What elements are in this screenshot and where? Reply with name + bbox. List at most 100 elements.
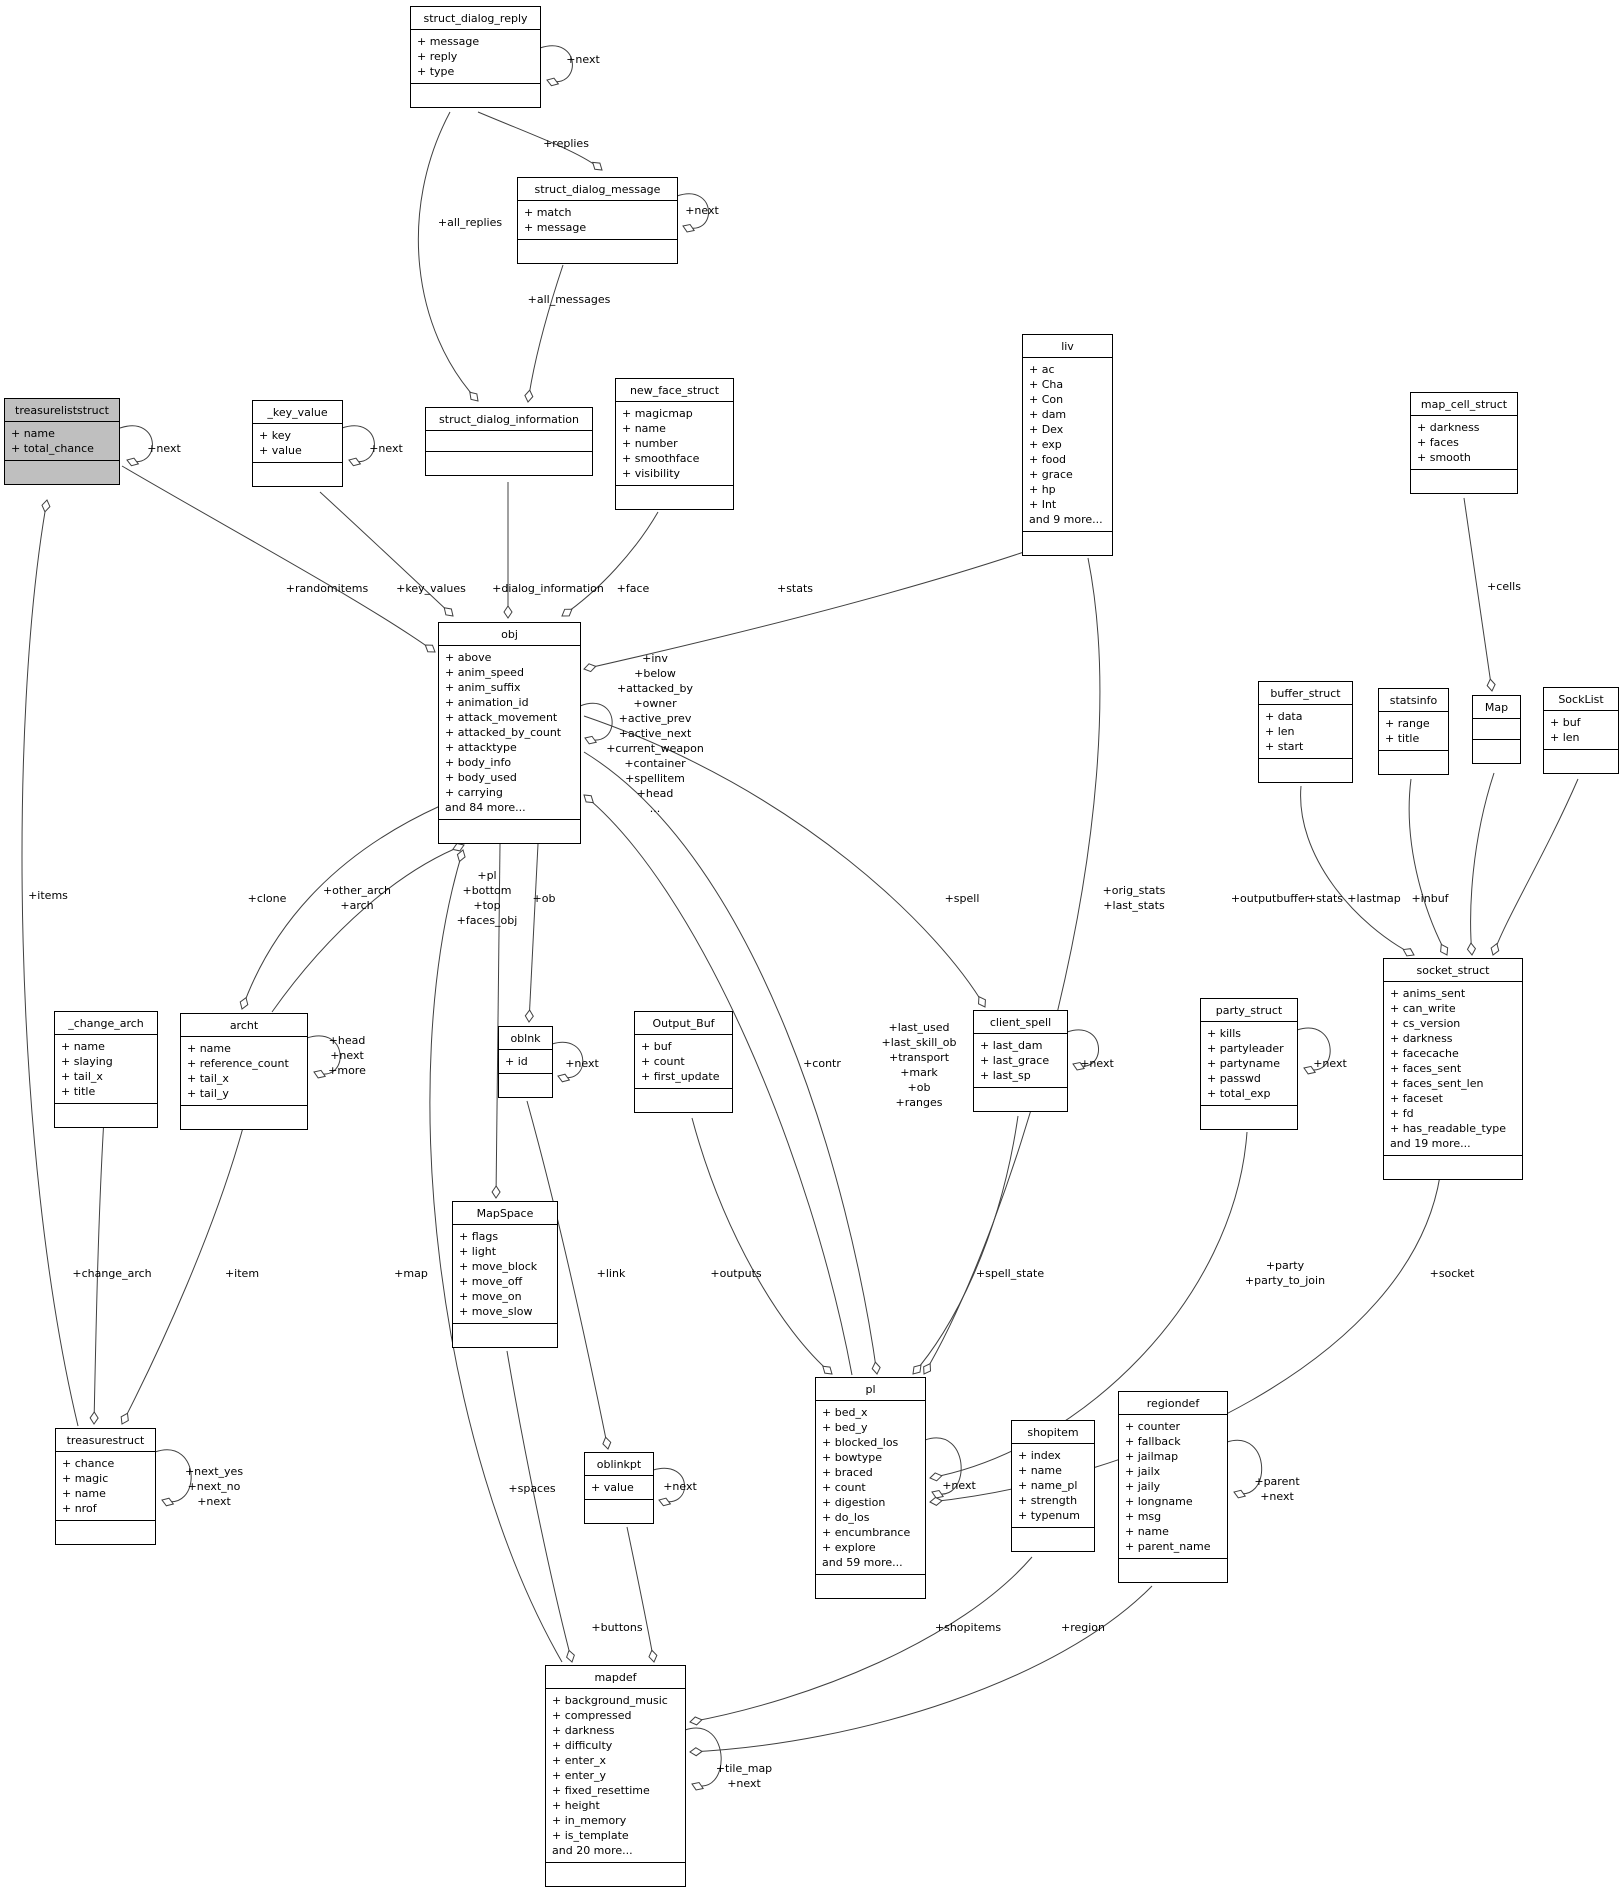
class-node-client_spell[interactable]: client_spell+ last_dam+ last_grace+ last… bbox=[973, 1010, 1068, 1112]
class-field: + darkness bbox=[552, 1724, 615, 1737]
class-field: + last_grace bbox=[980, 1054, 1050, 1067]
class-field: + reference_count bbox=[187, 1057, 289, 1070]
class-node-SockList[interactable]: SockList+ buf+ len bbox=[1543, 687, 1619, 774]
class-node-Map[interactable]: Map bbox=[1472, 695, 1521, 764]
class-node-fields: + background_music+ compressed+ darkness… bbox=[546, 1689, 685, 1863]
edge-spell bbox=[583, 715, 986, 1008]
class-field: + body_info bbox=[445, 756, 512, 769]
class-field: + height bbox=[552, 1799, 600, 1812]
class-node-statsinfo[interactable]: statsinfo+ range+ title bbox=[1378, 688, 1449, 775]
class-field: + number bbox=[622, 437, 678, 450]
class-field: + above bbox=[445, 651, 492, 664]
edge-label: +next bbox=[566, 53, 600, 66]
class-field: + kills bbox=[1207, 1027, 1241, 1040]
edge-label: +contr bbox=[803, 1057, 841, 1070]
class-field: + fixed_resettime bbox=[552, 1784, 650, 1797]
class-field: + move_off bbox=[459, 1275, 523, 1288]
class-node-obj[interactable]: obj+ above+ anim_speed+ anim_suffix+ ani… bbox=[438, 622, 581, 844]
class-node-mapdef[interactable]: mapdef+ background_music+ compressed+ da… bbox=[545, 1665, 686, 1887]
class-node-treasureliststruct[interactable]: treasureliststruct+ name+ total_chance bbox=[4, 398, 120, 485]
class-field: + name bbox=[187, 1042, 231, 1055]
class-node-methods-compartment bbox=[56, 1521, 155, 1544]
class-node-socket_struct[interactable]: socket_struct+ anims_sent+ can_write+ cs… bbox=[1383, 958, 1523, 1180]
class-node-MapSpace[interactable]: MapSpace+ flags+ light+ move_block+ move… bbox=[452, 1201, 558, 1348]
class-node-title: treasureliststruct bbox=[5, 399, 119, 422]
class-node-fields: + index+ name+ name_pl+ strength+ typenu… bbox=[1012, 1444, 1094, 1528]
class-node-oblinkpt[interactable]: oblinkpt+ value bbox=[584, 1452, 654, 1524]
edge-label: +outputs bbox=[710, 1267, 762, 1280]
class-node-liv[interactable]: liv+ ac+ Cha+ Con+ dam+ Dex+ exp+ food+ … bbox=[1022, 334, 1113, 556]
class-field: + data bbox=[1265, 710, 1303, 723]
class-field: + animation_id bbox=[445, 696, 529, 709]
class-field: + anim_speed bbox=[445, 666, 524, 679]
edge-treasure-self bbox=[154, 1449, 192, 1507]
class-field: + enter_y bbox=[552, 1769, 607, 1782]
edge-cells bbox=[1463, 497, 1496, 692]
edge-label: +randomitems bbox=[285, 582, 369, 595]
class-node-methods-compartment bbox=[974, 1088, 1067, 1111]
class-field: + hp bbox=[1029, 483, 1056, 496]
class-node-fields: + message+ reply+ type bbox=[411, 30, 540, 84]
class-field: + name_pl bbox=[1018, 1479, 1078, 1492]
class-field: + count bbox=[822, 1481, 866, 1494]
class-node-map_cell_struct[interactable]: map_cell_struct+ darkness+ faces+ smooth bbox=[1410, 392, 1518, 494]
class-field: + name bbox=[62, 1487, 106, 1500]
class-field: + smooth bbox=[1417, 451, 1471, 464]
class-node-title: pl bbox=[816, 1378, 925, 1401]
class-node-oblnk[interactable]: oblnk+ id bbox=[498, 1026, 553, 1098]
class-node-title: MapSpace bbox=[453, 1202, 557, 1225]
class-node-title: buffer_struct bbox=[1259, 682, 1352, 705]
edge-party-pl bbox=[929, 1131, 1248, 1482]
edge-label: +outputbuffer bbox=[1230, 892, 1310, 905]
class-node-Output_Buf[interactable]: Output_Buf+ buf+ count+ first_update bbox=[634, 1011, 733, 1113]
class-node-pl[interactable]: pl+ bed_x+ bed_y+ blocked_los+ bowtype+ … bbox=[815, 1377, 926, 1599]
class-node-fields: + counter+ fallback+ jailmap+ jailx+ jai… bbox=[1119, 1415, 1227, 1559]
class-node-fields bbox=[1473, 719, 1520, 740]
class-field: + parent_name bbox=[1125, 1540, 1211, 1553]
edge-spell-state bbox=[912, 1115, 1019, 1375]
edge-label: +tile_map+next bbox=[715, 1762, 773, 1790]
class-node-methods-compartment bbox=[1544, 750, 1618, 773]
edge-label: +next bbox=[942, 1479, 976, 1492]
edge-outputbuffer bbox=[1300, 785, 1415, 957]
class-node-regiondef[interactable]: regiondef+ counter+ fallback+ jailmap+ j… bbox=[1118, 1391, 1228, 1583]
class-field: + Int bbox=[1029, 498, 1057, 511]
edge-all-replies bbox=[417, 111, 479, 402]
class-node-title: statsinfo bbox=[1379, 689, 1448, 712]
class-field: + tail_x bbox=[61, 1070, 103, 1083]
edge-clientspell-next bbox=[1066, 1029, 1099, 1071]
class-field: + jaily bbox=[1125, 1480, 1161, 1493]
class-node-struct_dialog_reply[interactable]: struct_dialog_reply+ message+ reply+ typ… bbox=[410, 6, 541, 108]
class-node-fields: + value bbox=[585, 1476, 653, 1500]
class-node-_key_value[interactable]: _key_value+ key+ value bbox=[252, 400, 343, 487]
class-node-methods-compartment bbox=[1411, 470, 1517, 493]
class-field: + tail_x bbox=[187, 1072, 229, 1085]
class-field: + total_exp bbox=[1207, 1087, 1271, 1100]
class-field: + attack_movement bbox=[445, 711, 558, 724]
class-field: + Cha bbox=[1029, 378, 1064, 391]
edge-archt-self bbox=[306, 1035, 341, 1079]
class-node-archt[interactable]: archt+ name+ reference_count+ tail_x+ ta… bbox=[180, 1013, 308, 1130]
edge-label: +face bbox=[616, 582, 650, 595]
edge-keyvalue-next bbox=[341, 425, 375, 467]
class-node-methods-compartment bbox=[518, 240, 677, 263]
edge-label: +next bbox=[1080, 1057, 1114, 1070]
class-field: + nrof bbox=[62, 1502, 97, 1515]
class-node-treasurestruct[interactable]: treasurestruct+ chance+ magic+ name+ nro… bbox=[55, 1428, 156, 1545]
class-node-struct_dialog_information[interactable]: struct_dialog_information bbox=[425, 407, 593, 476]
edge-stats-obj bbox=[583, 551, 1025, 673]
class-field: + move_slow bbox=[459, 1305, 533, 1318]
class-node-struct_dialog_message[interactable]: struct_dialog_message+ match+ message bbox=[517, 177, 678, 264]
class-node-shopitem[interactable]: shopitem+ index+ name+ name_pl+ strength… bbox=[1011, 1420, 1095, 1552]
class-node-party_struct[interactable]: party_struct+ kills+ partyleader+ partyn… bbox=[1200, 998, 1298, 1130]
edge-randomitems bbox=[121, 465, 436, 653]
class-node-buffer_struct[interactable]: buffer_struct+ data+ len+ start bbox=[1258, 681, 1353, 783]
class-node-new_face_struct[interactable]: new_face_struct+ magicmap+ name+ number+… bbox=[615, 378, 734, 510]
edge-label: +buttons bbox=[591, 1621, 643, 1634]
edge-ob bbox=[524, 843, 539, 1023]
class-field: + attacktype bbox=[445, 741, 517, 754]
class-field: + passwd bbox=[1207, 1072, 1261, 1085]
edge-oblinkpt-next bbox=[652, 1467, 685, 1507]
class-node-methods-compartment bbox=[55, 1104, 157, 1127]
class-node-_change_arch[interactable]: _change_arch+ name+ slaying+ tail_x+ tit… bbox=[54, 1011, 158, 1128]
